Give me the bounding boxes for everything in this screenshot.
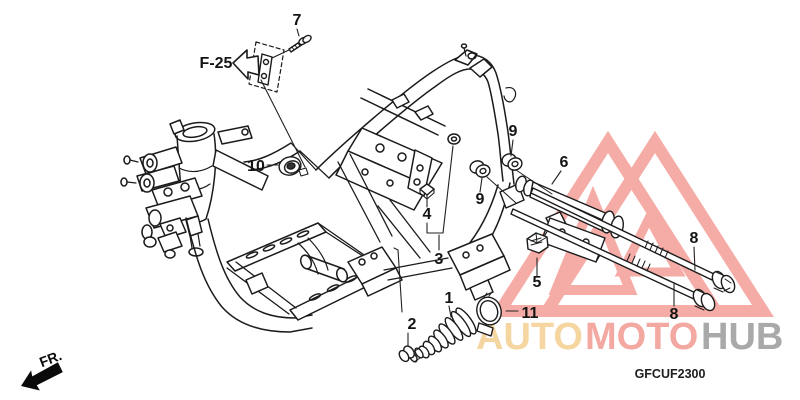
- part-label-3: 3: [435, 251, 444, 268]
- part-label-8-lower: 8: [670, 306, 679, 323]
- boot-and-clamp-parts: [398, 291, 502, 363]
- part-label-6: 6: [560, 154, 569, 171]
- part-label-11: 11: [522, 305, 539, 322]
- part-label-1: 1: [445, 290, 454, 307]
- diagram-code: GFCUF2300: [635, 367, 706, 381]
- watermark-text-moto: MOTO: [585, 316, 698, 358]
- f25-reference-label: F-25: [200, 55, 233, 72]
- frame-drawing: [120, 43, 517, 333]
- part-label-4: 4: [423, 206, 432, 223]
- fr-direction-arrow: FR.: [21, 347, 64, 391]
- part-label-9-upper: 9: [509, 123, 518, 140]
- part-label-2: 2: [408, 316, 417, 333]
- part-label-9-lower: 9: [476, 191, 485, 208]
- part-label-7: 7: [293, 12, 302, 29]
- fr-arrow-icon: [21, 362, 63, 391]
- watermark-text-hub: HUB: [701, 316, 783, 358]
- fr-direction-label: FR.: [37, 347, 64, 370]
- part-label-8-upper: 8: [690, 230, 699, 247]
- engine-hanger-parts: [469, 153, 736, 312]
- f25-arrow-icon: [232, 49, 260, 80]
- f25-callout: [232, 34, 435, 200]
- leader-lines: [260, 28, 696, 347]
- part-label-10: 10: [247, 158, 265, 175]
- part-label-5: 5: [533, 274, 542, 291]
